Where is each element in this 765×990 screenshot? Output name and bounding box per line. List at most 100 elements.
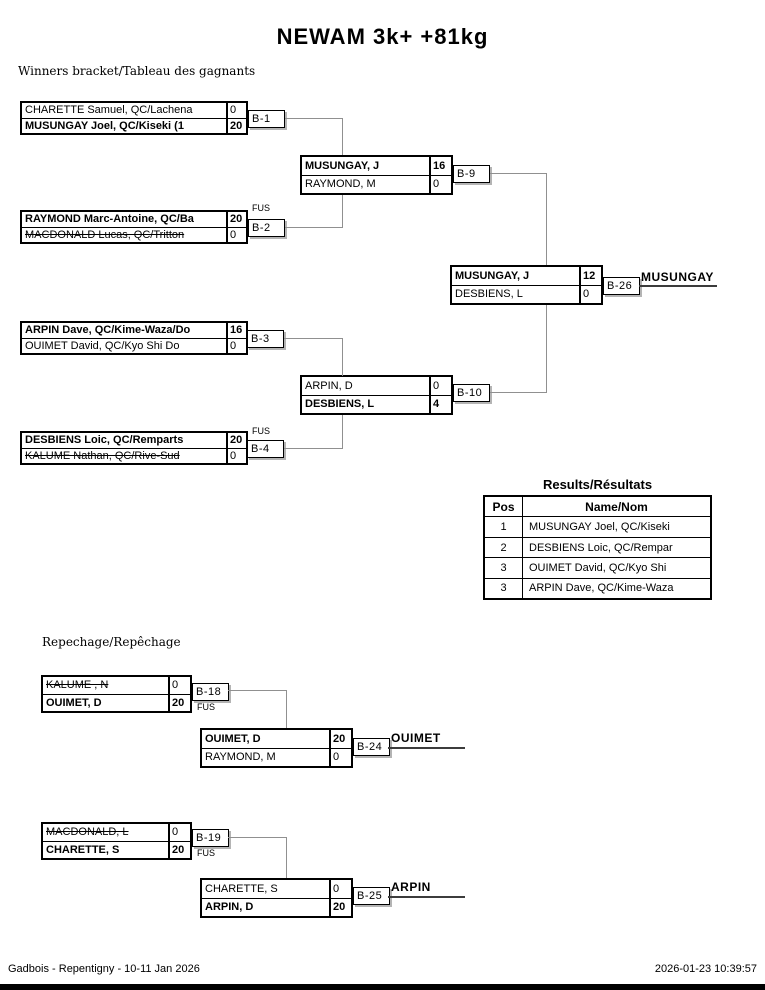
results-title: Results/Résultats — [542, 477, 653, 492]
player-score: 20 — [333, 901, 346, 914]
match-label-b18: B-18 — [192, 683, 229, 701]
repechage-winner-name: ARPIN — [391, 880, 431, 894]
player-name: ARPIN Dave, QC/Kime-Waza/Do — [22, 323, 228, 338]
player-score: 20 — [172, 843, 185, 856]
match-b10: ARPIN, D 0 DESBIENS, L 4 — [300, 375, 453, 415]
results-header-row: Pos Name/Nom — [485, 497, 710, 518]
match-label-b9: B-9 — [453, 165, 490, 183]
match-b25: CHARETTE, S 0 ARPIN, D 20 — [200, 878, 353, 918]
match-label-b10: B-10 — [453, 384, 490, 402]
connector-line — [228, 690, 287, 691]
footer-timestamp: 2026-01-23 10:39:57 — [654, 963, 757, 975]
player-score: 0 — [230, 449, 237, 462]
player-name: MUSUNGAY Joel, QC/Kiseki (1 — [22, 118, 228, 133]
winners-bracket-label: Winners bracket/Tableau des gagnants — [18, 64, 256, 78]
connector-line — [342, 195, 343, 228]
repechage-label: Repechage/Repêchage — [42, 635, 181, 649]
player-score: 0 — [333, 751, 340, 764]
result-pos: 3 — [485, 558, 523, 578]
player-name: MUSUNGAY, J — [302, 157, 431, 175]
connector-line — [286, 837, 287, 878]
player-name: ARPIN, D — [202, 898, 331, 916]
player-score: 20 — [172, 696, 185, 709]
player-score: 0 — [433, 379, 440, 392]
player-score: 16 — [433, 159, 446, 172]
connector-line — [490, 392, 547, 393]
match-label-b4: B-4 — [247, 440, 284, 458]
connector-line — [342, 338, 343, 376]
results-table: Pos Name/Nom 1 MUSUNGAY Joel, QC/Kiseki … — [483, 495, 712, 600]
match-label-b3: B-3 — [247, 330, 284, 348]
results-header-name: Name/Nom — [585, 499, 648, 514]
player-name: OUIMET David, QC/Kyo Shi Do — [22, 338, 228, 353]
player-name: RAYMOND, M — [302, 175, 431, 193]
player-name: DESBIENS, L — [452, 285, 581, 303]
player-score: 0 — [433, 178, 440, 191]
player-name: RAYMOND, M — [202, 748, 331, 766]
connector-line — [286, 690, 287, 728]
match-b9: MUSUNGAY, J 16 RAYMOND, M 0 — [300, 155, 453, 195]
match-label-b2: B-2 — [248, 219, 285, 237]
page-title: NEWAM 3k+ +81kg — [276, 24, 489, 49]
connector-line — [285, 227, 343, 228]
connector-line — [284, 338, 343, 339]
player-score: 0 — [230, 104, 237, 117]
player-score: 0 — [583, 288, 590, 301]
player-name: MACDONALD Lucas, QC/Tritton — [22, 227, 228, 242]
results-row: 3 ARPIN Dave, QC/Kime-Waza — [485, 578, 710, 599]
match-b4: DESBIENS Loic, QC/Remparts 20 KALUME Nat… — [20, 431, 248, 465]
winner-line — [639, 285, 717, 287]
result-name: OUIMET David, QC/Kyo Shi — [529, 561, 667, 574]
player-score: 0 — [230, 339, 237, 352]
player-name: CHARETTE Samuel, QC/Lachena — [22, 103, 228, 118]
results-row: 2 DESBIENS Loic, QC/Rempar — [485, 537, 710, 559]
match-b24: OUIMET, D 20 RAYMOND, M 0 — [200, 728, 353, 768]
match-b19: MACDONALD, L 0 CHARETTE, S 20 — [41, 822, 192, 860]
player-name: DESBIENS, L — [302, 395, 431, 413]
player-name: MACDONALD, L — [43, 824, 170, 841]
result-name: ARPIN Dave, QC/Kime-Waza — [529, 582, 674, 595]
result-name: MUSUNGAY Joel, QC/Kiseki — [529, 521, 670, 534]
fus-label: FUS — [197, 848, 215, 858]
match-b26: MUSUNGAY, J 12 DESBIENS, L 0 — [450, 265, 603, 305]
result-pos: 3 — [485, 578, 523, 599]
result-pos: 1 — [485, 517, 523, 537]
player-score: 20 — [230, 213, 243, 226]
connector-line — [546, 173, 547, 265]
connector-line — [285, 118, 343, 119]
connector-line — [228, 837, 287, 838]
final-winner-name: MUSUNGAY — [641, 270, 714, 284]
fus-label: FUS — [252, 426, 270, 436]
match-b1: CHARETTE Samuel, QC/Lachena 0 MUSUNGAY J… — [20, 101, 248, 135]
match-b18: KALUME , N 0 OUIMET, D 20 — [41, 675, 192, 713]
player-score: 0 — [172, 679, 179, 692]
winner-line — [388, 896, 465, 898]
player-name: OUIMET, D — [43, 694, 170, 711]
player-score: 4 — [433, 398, 440, 411]
results-row: 1 MUSUNGAY Joel, QC/Kiseki — [485, 517, 710, 538]
player-score: 20 — [230, 434, 243, 447]
results-row: 3 OUIMET David, QC/Kyo Shi — [485, 558, 710, 579]
player-name: MUSUNGAY, J — [452, 267, 581, 285]
player-score: 12 — [583, 269, 596, 282]
winner-line — [388, 747, 465, 749]
result-name: DESBIENS Loic, QC/Rempar — [529, 541, 673, 554]
result-pos: 2 — [485, 537, 523, 558]
player-score: 20 — [333, 732, 346, 745]
player-name: ARPIN, D — [302, 377, 431, 395]
player-name: DESBIENS Loic, QC/Remparts — [22, 433, 228, 448]
player-name: KALUME , N — [43, 677, 170, 694]
player-score: 0 — [333, 882, 340, 895]
match-b2: RAYMOND Marc-Antoine, QC/Ba 20 MACDONALD… — [20, 210, 248, 244]
connector-line — [342, 118, 343, 155]
player-score: 20 — [230, 119, 243, 132]
match-label-b24: B-24 — [353, 738, 390, 756]
connector-line — [284, 448, 343, 449]
match-b3: ARPIN Dave, QC/Kime-Waza/Do 16 OUIMET Da… — [20, 321, 248, 355]
match-label-b1: B-1 — [248, 110, 285, 128]
connector-line — [546, 305, 547, 393]
player-name: CHARETTE, S — [43, 841, 170, 858]
match-label-b25: B-25 — [353, 887, 390, 905]
player-score: 16 — [230, 324, 243, 337]
